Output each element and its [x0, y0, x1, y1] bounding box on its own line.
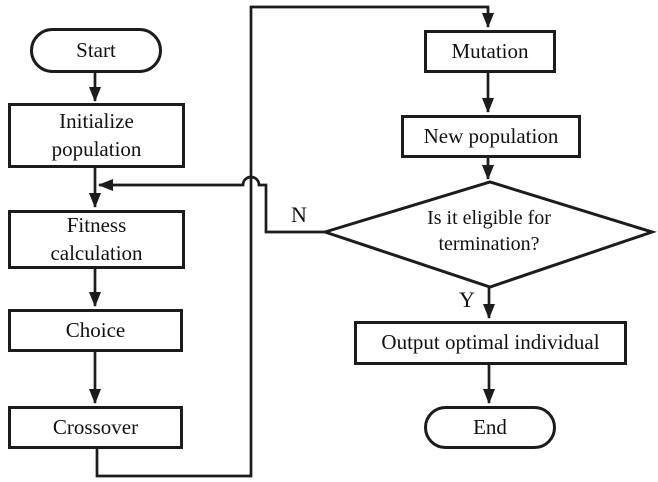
end-node-label: End — [473, 414, 507, 439]
new-population-label: New population — [423, 123, 559, 148]
choice-label: Choice — [65, 317, 126, 342]
output-optimal-individual-node: Output optimal individual — [354, 321, 627, 365]
decision-diamond-shape — [320, 180, 657, 289]
output-optimal-individual-label: Output optimal individual — [381, 330, 600, 355]
edge-crossover-mutation — [95, 5, 494, 478]
edge-decision-fitness-no — [98, 175, 325, 234]
decision-node: Is it eligible for termination? — [380, 197, 598, 267]
start-node: Start — [30, 28, 162, 73]
fitness-calculation-label: Fitness calculation — [50, 212, 143, 265]
new-population-node: New population — [401, 115, 581, 158]
start-node-label: Start — [76, 37, 116, 62]
crossover-label: Crossover — [52, 414, 139, 439]
initialize-population-label: Initialize population — [51, 108, 142, 161]
branch-label-yes: Y — [459, 287, 475, 312]
initialize-population-node: Initialize population — [8, 103, 185, 168]
branch-label-no: N — [291, 202, 307, 227]
end-node: End — [424, 406, 556, 449]
mutation-label: Mutation — [451, 38, 529, 63]
crossover-node: Crossover — [8, 406, 183, 449]
decision-label: Is it eligible for termination? — [427, 207, 551, 255]
choice-node: Choice — [8, 309, 183, 352]
fitness-calculation-node: Fitness calculation — [8, 210, 185, 269]
mutation-node: Mutation — [424, 30, 556, 73]
